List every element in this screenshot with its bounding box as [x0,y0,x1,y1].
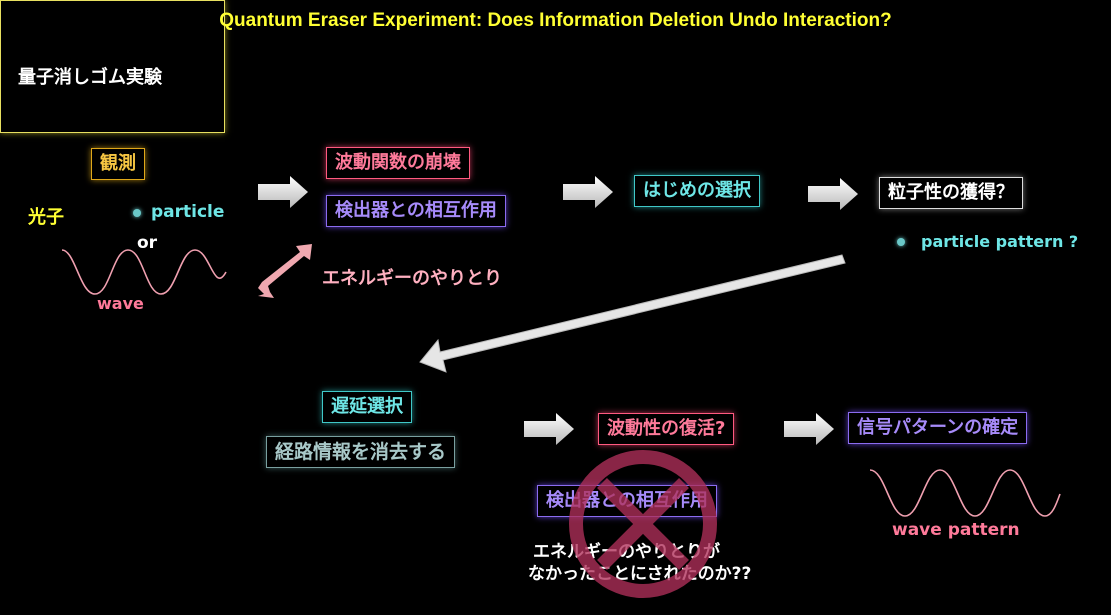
energy-exchange-label: エネルギーのやりとり [322,268,502,289]
wave-pattern-label: wave pattern [892,520,1020,540]
observation-box: 観測 [91,148,145,180]
arrow-right-icon [784,413,834,445]
diagram-subtitle: 量子消しゴム実験 [18,67,162,88]
particle-dot-icon [133,209,141,217]
wave-revival-box: 波動性の復活? [598,413,735,445]
particle-pattern-dot-icon [897,238,905,246]
or-label: or [137,233,158,253]
particle-pattern-label: particle pattern ? [921,232,1079,251]
collapse-box: 波動関数の崩壊 [326,147,470,179]
first-choice-box: はじめの選択 [634,175,760,207]
arrow-right-icon [563,176,613,208]
signal-pattern-box: 信号パターンの確定 [848,412,1028,444]
wave-pattern-curve [869,469,1061,517]
arrow-right-icon [808,178,858,210]
diagram-title: Quantum Eraser Experiment: Does Informat… [219,10,892,31]
particle-gain-box: 粒子性の獲得？ [879,177,1023,209]
detector-interaction-box: 検出器との相互作用 [326,195,506,227]
wave-label: wave [97,294,144,313]
photon-box [0,0,225,133]
delayed-choice-box: 遅延選択 [322,391,412,423]
photon-wave-curve [61,249,227,295]
double-arrow-icon [258,244,312,298]
erase-path-box: 経路情報を消去する [266,436,456,468]
arrow-right-icon [258,176,308,208]
photon-label: 光子 [28,207,64,228]
arrow-right-icon [524,413,574,445]
return-arrow-icon [419,254,846,373]
particle-label: particle [151,202,225,222]
denied-cross-icon [569,450,717,598]
